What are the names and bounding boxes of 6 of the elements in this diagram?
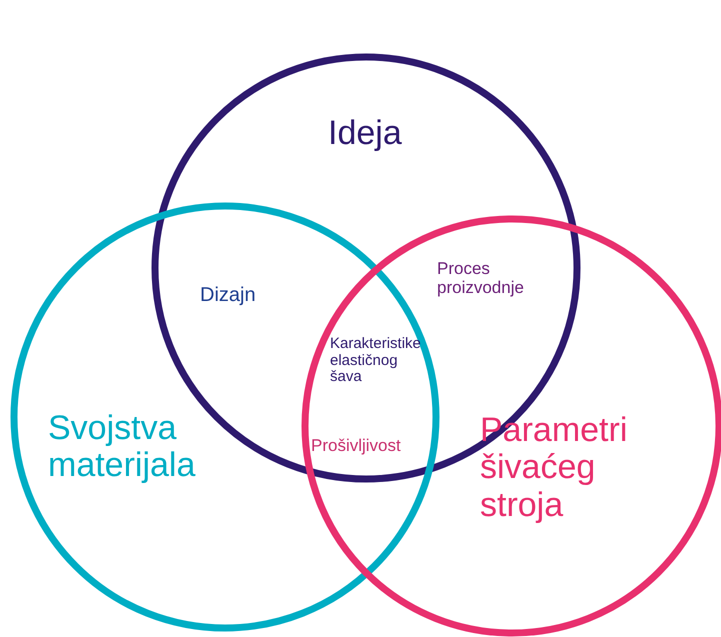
circle-title: Svojstva materijala [48,410,196,485]
overlap-label: Dizajn [200,284,257,306]
overlap-label: Karakteristike elastičnog šava [330,336,422,386]
overlap-label: Proces proizvodnje [437,260,525,298]
overlap-label: Prošivljivost [311,437,402,456]
circle-title: Ideja [328,115,403,152]
